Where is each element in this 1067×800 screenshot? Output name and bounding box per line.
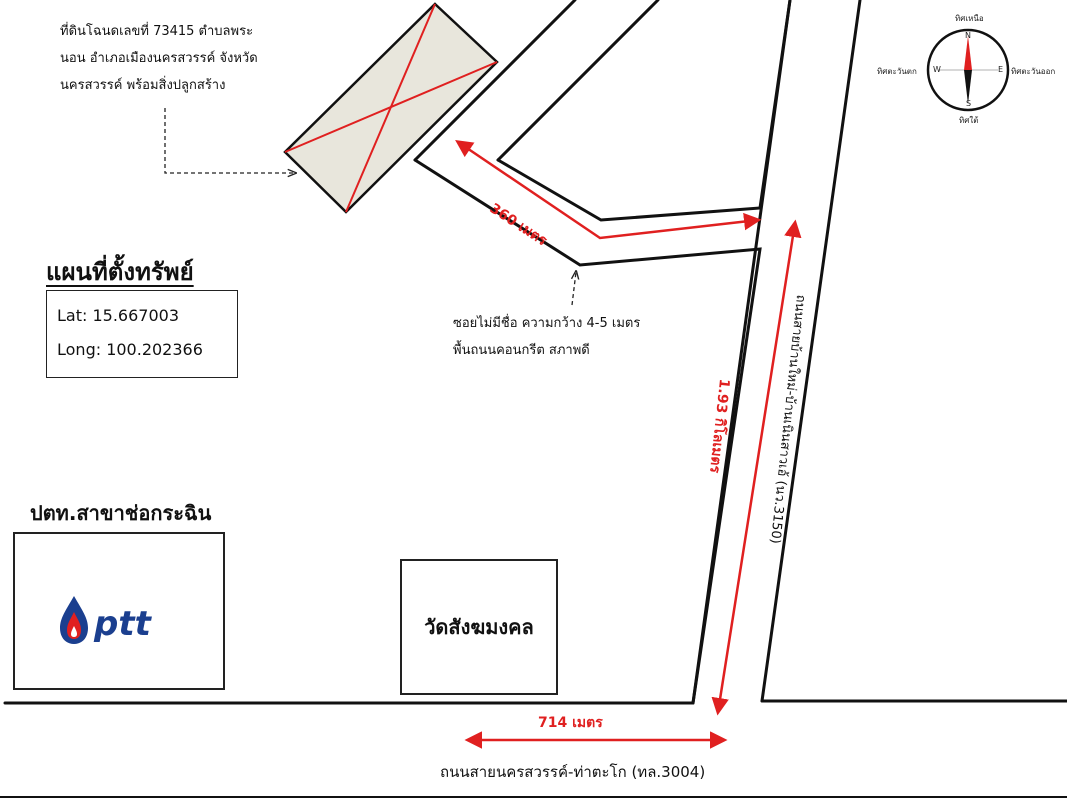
plot-description-line3: นครสวรรค์ พร้อมสิ่งปลูกสร้าง — [60, 78, 226, 93]
road-top-right-edge — [496, 0, 660, 162]
main-road-distance-arrow — [711, 219, 802, 716]
compass-w-letter: W — [933, 65, 941, 74]
compass-west-label: ทิศตะวันตก — [877, 67, 917, 76]
compass-north-needle — [964, 36, 972, 70]
compass-east-label: ทิศตะวันออก — [1011, 67, 1056, 76]
map-title: แผนที่ตั้งทรัพย์ — [46, 258, 194, 286]
compass-e-letter: E — [998, 65, 1004, 74]
compass-north-label: ทิศเหนือ — [955, 14, 984, 23]
soi-description-line2: พื้นถนนคอนกรีต สภาพดี — [453, 343, 590, 358]
ptt-station-box: ptt — [13, 532, 225, 690]
plot-description: ที่ดินโฉนดเลขที่ 73415 ตำบลพระ นอน อำเภอ… — [60, 18, 258, 99]
soi-description-line1: ซอยไม่มีชื่อ ความกว้าง 4-5 เมตร — [453, 316, 641, 331]
bottom-distance-label: 714 เมตร — [538, 715, 603, 731]
compass-n-letter: N — [965, 31, 971, 40]
land-plot — [283, 2, 499, 214]
plot-description-line2: นอน อำเภอเมืองนครสวรรค์ จังหวัด — [60, 51, 258, 66]
compass-south-label: ทิศใต้ — [959, 116, 979, 125]
ptt-logo-text: ptt — [93, 604, 153, 644]
soi-distance-arrow — [455, 140, 762, 240]
longitude-text: Long: 100.202366 — [57, 340, 203, 359]
compass-s-letter: S — [966, 99, 972, 108]
temple-label: วัดสังฆมงคล — [424, 615, 534, 639]
road-top-left-edge — [413, 0, 577, 162]
compass-rose — [926, 28, 1010, 112]
latitude-text: Lat: 15.667003 — [57, 306, 179, 325]
station-label: ปตท.สาขาช่อกระฉิน — [30, 501, 212, 525]
temple-box: วัดสังฆมงคล — [400, 559, 558, 695]
coordinates-box: Lat: 15.667003 Long: 100.202366 — [46, 290, 238, 378]
plot-description-line1: ที่ดินโฉนดเลขที่ 73415 ตำบลพระ — [60, 24, 254, 39]
ptt-logo: ptt — [60, 596, 153, 644]
soi-description: ซอยไม่มีชื่อ ความกว้าง 4-5 เมตร พื้นถนนค… — [453, 310, 640, 364]
soi-callout-arrow — [572, 272, 576, 306]
bottom-road-name: ถนนสายนครสวรรค์-ท่าตะโก (ทล.3004) — [440, 763, 706, 781]
compass-south-needle — [964, 70, 972, 104]
plot-callout-arrow — [164, 108, 295, 173]
